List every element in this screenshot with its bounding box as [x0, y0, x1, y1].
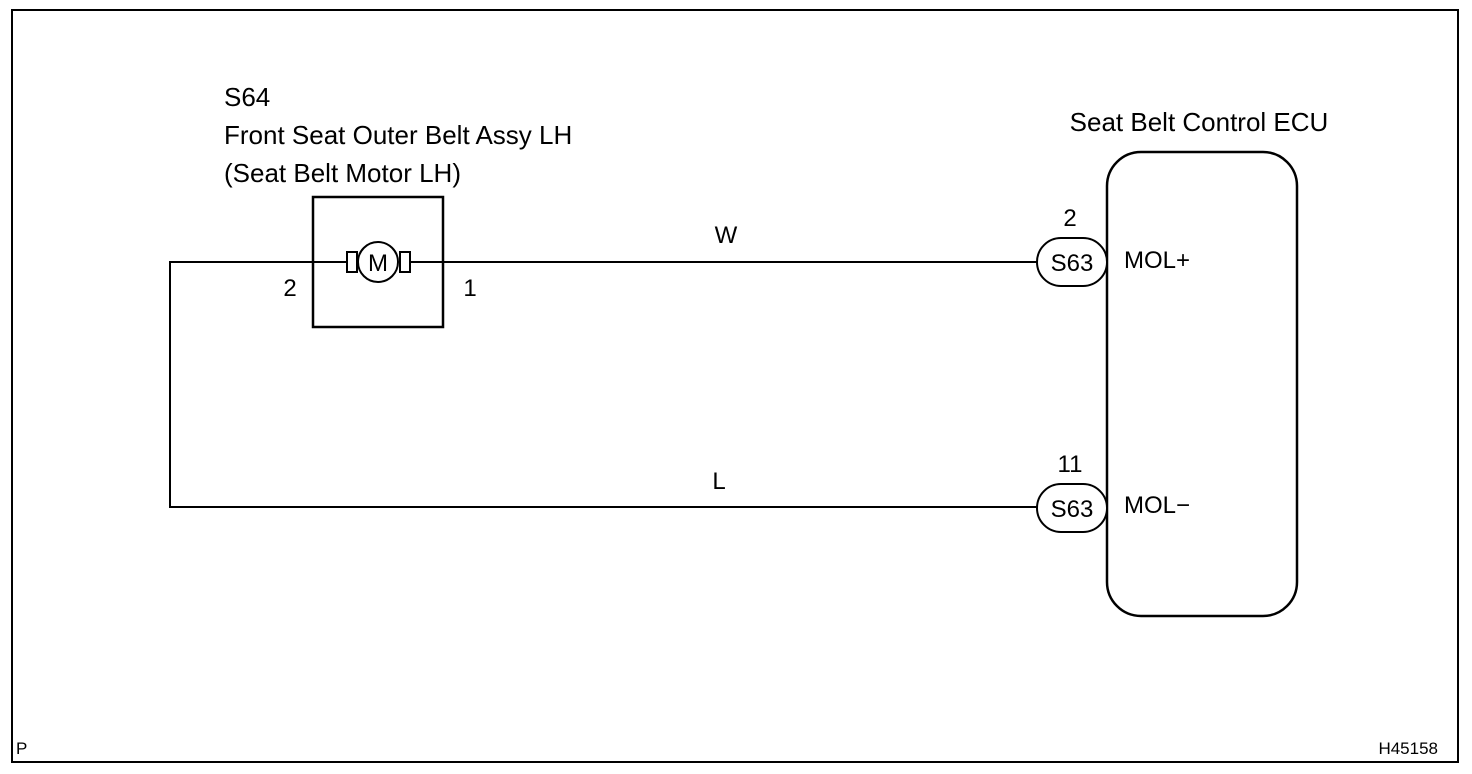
ecu-signal-upper: MOL+ — [1124, 247, 1190, 274]
wire-l — [169, 261, 1038, 508]
motor-pin-right: 1 — [463, 275, 476, 302]
wire-w-label: W — [715, 222, 738, 249]
ecu-signal-lower: MOL− — [1124, 492, 1190, 519]
diagram-frame — [11, 9, 1459, 763]
wire-l-label: L — [712, 468, 725, 495]
ecu-connector-upper — [1036, 237, 1108, 287]
ecu-connector-lower-label: S63 — [1051, 496, 1094, 523]
figure-code: H45158 — [1378, 739, 1438, 758]
footer-left-mark: P — [16, 739, 27, 758]
ecu-name: Seat Belt Control ECU — [1070, 107, 1329, 137]
motor-pin-left: 2 — [283, 275, 296, 302]
motor-name: Front Seat Outer Belt Assy LH — [224, 120, 572, 150]
ecu-box — [1105, 150, 1299, 618]
ecu-pin-lower: 11 — [1058, 451, 1083, 478]
ecu-connector-upper-label: S63 — [1051, 250, 1094, 277]
ecu-connector-lower — [1036, 483, 1108, 533]
motor-symbol: M — [346, 241, 411, 283]
motor-subname: (Seat Belt Motor LH) — [224, 158, 461, 188]
motor-symbol-label: M — [368, 250, 388, 277]
motor-connector-id: S64 — [224, 82, 270, 112]
ecu-pin-upper: 2 — [1063, 205, 1076, 232]
